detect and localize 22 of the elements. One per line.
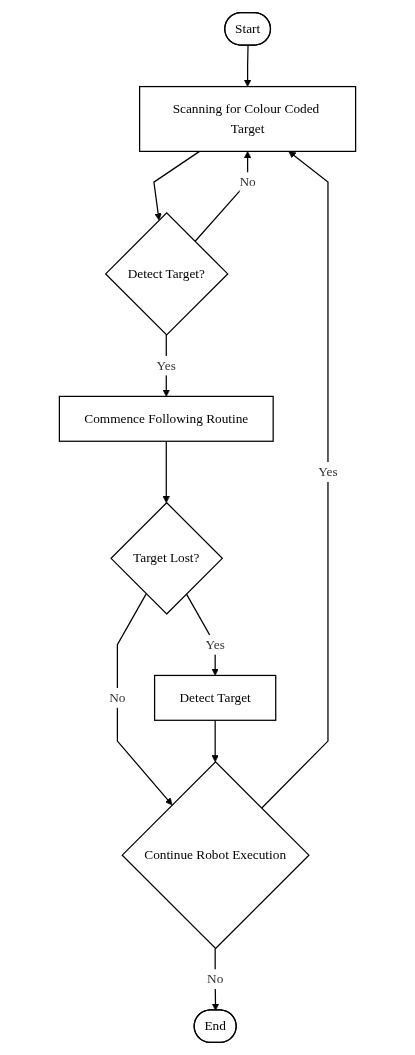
arrow [194, 151, 252, 243]
edge-label: No [109, 690, 126, 705]
edge-label: No [207, 971, 224, 986]
arrow [185, 593, 219, 676]
arrow [162, 334, 170, 397]
arrow [116, 593, 173, 806]
node-box: Detect Target [153, 674, 277, 721]
arrow [243, 44, 252, 87]
node-diamond: Detect Target? [104, 211, 229, 336]
edge-label: No [239, 174, 256, 189]
edge-label: Yes [156, 358, 176, 373]
arrow [162, 440, 170, 504]
arrow [153, 150, 201, 221]
edge-label: Yes [205, 637, 225, 652]
edge-label: Yes [318, 464, 338, 479]
node-diamond: Continue Robot Execution [121, 760, 310, 950]
arrow [260, 151, 329, 809]
arrow [211, 947, 220, 1011]
node-diamond: Target Lost? [110, 501, 224, 615]
node-box: Scanning for Colour Coded Target [139, 85, 357, 152]
arrow [211, 719, 219, 763]
node-box: Commence Following Routine [58, 395, 274, 442]
